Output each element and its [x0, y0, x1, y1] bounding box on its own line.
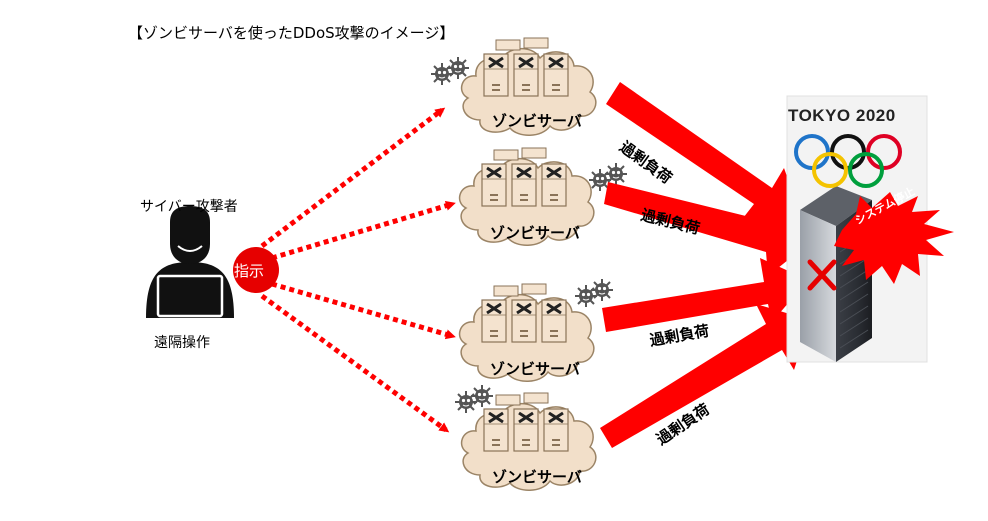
- olympic-logo-text: TOKYO 2020: [788, 106, 896, 125]
- explosion-icon: [834, 192, 954, 284]
- virus-icon: [574, 278, 614, 308]
- instruction-label: 指示: [234, 262, 265, 280]
- instruction-arrows: [260, 107, 456, 433]
- diagram-title: 【ゾンビサーバを使ったDDoS攻撃のイメージ】: [128, 24, 455, 42]
- remote-operation-label: 遠隔操作: [154, 335, 210, 351]
- instruction-badge: [233, 247, 279, 293]
- zombie-server-label-4: ゾンビサーバ: [492, 468, 582, 486]
- instruction-arrow-1: [260, 107, 446, 248]
- overload-arrow-1: [606, 82, 806, 230]
- laptop-icon: [156, 274, 224, 318]
- error-cross-icon: [807, 259, 837, 291]
- overload-arrow-3: [602, 258, 808, 332]
- instruction-arrow-4: [260, 293, 450, 433]
- instruction-arrow-2: [271, 200, 456, 261]
- zombie-server-label-2: ゾンビサーバ: [490, 224, 580, 242]
- instruction-arrow-3: [271, 281, 456, 340]
- olympic-rings-icon: [794, 134, 902, 188]
- overload-arrow-4: [600, 304, 810, 448]
- overload-arrow-2: [604, 182, 808, 276]
- zombie-server-label-1: ゾンビサーバ: [492, 112, 582, 130]
- zombie-server-label-3: ゾンビサーバ: [490, 360, 580, 378]
- overload-arrows: [600, 82, 810, 448]
- attacker-label: サイバー攻撃者: [140, 199, 238, 215]
